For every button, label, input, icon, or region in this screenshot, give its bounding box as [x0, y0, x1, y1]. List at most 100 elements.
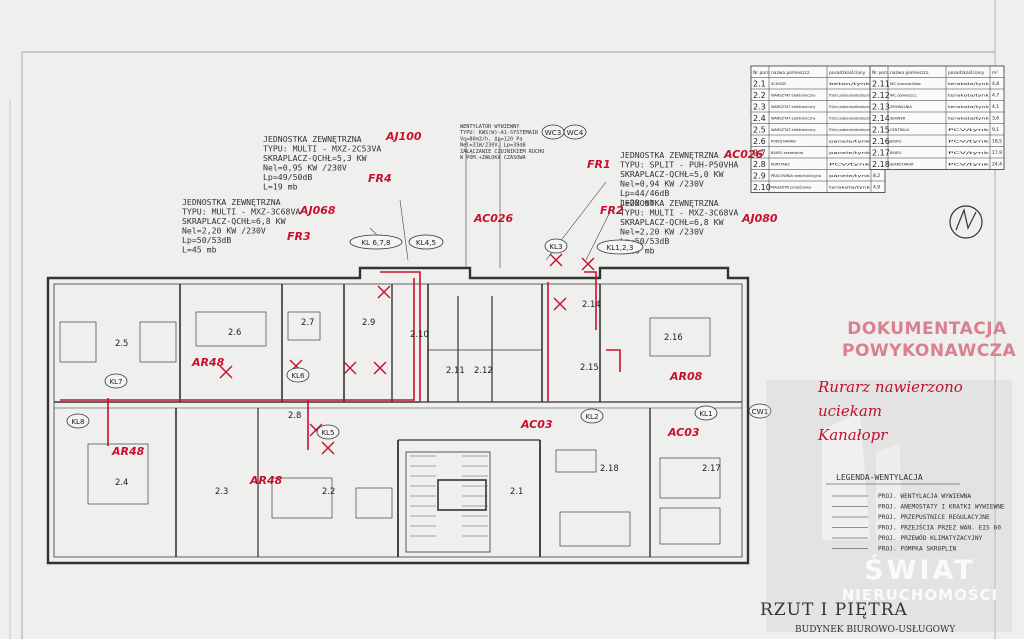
table-cell: terakota/tynk — [829, 186, 872, 190]
table-cell: 2.16 — [872, 137, 890, 146]
stair-treads — [410, 455, 488, 537]
table-cell: 2.12 — [872, 91, 890, 100]
red-annotation: FR2 — [600, 204, 624, 217]
unit-note-line: Nel=2,20 KW /230V — [182, 226, 266, 236]
table-cell: PCV/tynk — [948, 151, 991, 155]
table-cell: 8,2 — [873, 173, 880, 179]
table-cell: 3,6 — [992, 116, 999, 122]
unit-note-line: TYPU: MULTI - MXZ-2C53VA — [263, 144, 381, 154]
fan-note-line: Vo=80m3/h, Δp=120 Pa — [460, 136, 522, 142]
red-cross-stroke — [343, 361, 357, 375]
tag-ellipse — [544, 238, 568, 254]
red-cross-stroke — [377, 285, 391, 299]
table-cell: 2.13 — [872, 103, 890, 112]
red-annotation: AJ068 — [299, 204, 336, 217]
table-header: m² — [992, 71, 998, 76]
unit-note-line: L=19 mb — [263, 182, 298, 192]
table-cell: 17,9 — [992, 150, 1002, 156]
unit-note-line: JEDNOSTKA ZEWNĘTRZNA — [620, 150, 719, 160]
unit-note-line: Lp=49/50dB — [263, 172, 312, 182]
red-annotation: FR1 — [587, 158, 611, 171]
red-piping — [60, 271, 621, 450]
room-number: 2.9 — [362, 317, 375, 327]
room-number: 2.18 — [600, 463, 619, 473]
unit-note-line: TYPU: MULTI - MXZ-3C68VA — [182, 207, 300, 217]
tag-ellipse — [286, 367, 310, 383]
sheet-title: RZUT I PIĘTRA — [760, 600, 908, 620]
table-cell: PCV/tynk — [948, 163, 991, 167]
red-cross-stroke — [309, 423, 323, 437]
table-cell: SCHODY — [771, 82, 787, 86]
table-cell: terakota/tynk — [948, 117, 991, 121]
table-cell: panele/tynk — [829, 140, 872, 144]
table-frame — [869, 65, 1005, 170]
red-annotation: AR48 — [191, 356, 225, 369]
room-number: 2.7 — [301, 317, 314, 327]
tag-ellipse — [563, 124, 587, 140]
tag-ellipse — [694, 405, 718, 421]
building-walls — [46, 266, 750, 565]
handwritten-note: Rurarz nawierzono uciekam Kanałopr — [818, 375, 1018, 447]
tag-label: KL8 — [71, 417, 85, 426]
table-cell: 2.6 — [753, 137, 766, 146]
leader-lines — [369, 140, 611, 268]
room-number: 2.4 — [115, 477, 128, 487]
table-cell: 4,9 — [873, 185, 880, 191]
table-cell: 2.11 — [872, 80, 890, 89]
handwritten-line-1: Rurarz nawierzono uciekam — [818, 378, 963, 420]
outdoor-unit-notes: JEDNOSTKA ZEWNĘTRZNA TYPU: MULTI - MXZ-2C… — [182, 134, 738, 256]
watermark-title: ŚWIAT — [864, 555, 976, 586]
table-cell: PCV/tynk, posadzka antyelektrostatyczna — [829, 117, 870, 121]
table-header: Nr pom. — [753, 70, 771, 76]
stamp-line-1: DOKUMENTACJA — [847, 319, 1007, 339]
room-table: Nr pom.nazwa pomieszcz.posadzka/ścianym²… — [750, 65, 1005, 193]
table-cell: PCV/tynk, posadzka antyelektrostatyczna — [829, 128, 870, 132]
room-number: 2.17 — [702, 463, 721, 473]
table-cell: 24,4 — [992, 162, 1002, 168]
table-header: Nr pom. — [872, 70, 890, 76]
table-cell: WC pracowników — [890, 82, 921, 86]
table-cell: panele/tynk — [829, 151, 872, 155]
tag-label: KL1 — [699, 409, 712, 418]
table-cell: BIURO sekretariat — [771, 151, 804, 155]
table-cell: MAGAZYN przejściowy — [771, 186, 812, 190]
table-cell: WARSZTAT elektroniczny — [771, 94, 816, 98]
red-annotation: AC026 — [723, 148, 764, 161]
fan-note-line: ZAŁĄCZANIE CZUJNIKIEM RUCHU — [460, 149, 544, 155]
table-cell: WC pomieszcz. — [890, 94, 917, 98]
red-cross-stroke — [373, 361, 387, 375]
building-name: BUDYNEK BIUROWO-USŁUGOWY — [795, 625, 956, 635]
tag-ellipse — [349, 234, 403, 250]
unit-note-line: Nel=0,94 KW /230V — [620, 179, 704, 189]
tag-label: KL4,5 — [416, 238, 436, 247]
watermark-text: ŚWIAT NIERUCHOMOŚCI — [822, 555, 1018, 605]
red-cross-stroke — [549, 253, 563, 267]
red-annotation: FR3 — [287, 230, 311, 243]
table-cell: 9,1 — [992, 127, 999, 133]
tag-label: CW1 — [752, 407, 769, 416]
red-cross-stroke — [321, 441, 335, 455]
table-cell: 2.1 — [753, 80, 766, 89]
unit-note-line: Nel=2,20 KW /230V — [620, 227, 704, 237]
table-cell: WARSZTAT elektroniczny — [771, 128, 816, 132]
room-number: 2.16 — [664, 332, 683, 342]
unit-note-line: SKRAPLACZ-QCHŁ=5,0 KW — [620, 169, 724, 179]
table-cell: 2.18 — [872, 160, 890, 169]
legend-title: LEGENDA-WENTYLACJA — [836, 473, 923, 482]
red-annotation: AJ080 — [741, 212, 778, 225]
table-cell: PCV/tynk — [948, 128, 991, 132]
table-cell: 2.2 — [753, 91, 766, 100]
unit-note-line: TYPU: MULTI - MXZ-3C68VA — [620, 208, 738, 218]
table-cell: 4,8 — [992, 81, 999, 87]
unit-note-line: Lp=44/46dB — [620, 188, 669, 198]
table-cell: panele/tynk — [829, 174, 872, 178]
tag-label: WC3 — [545, 128, 562, 137]
room-number: 2.8 — [288, 410, 301, 420]
tag-label: KL3 — [549, 242, 562, 251]
table-frame — [750, 65, 886, 193]
table-cell: PCV/tynk — [948, 140, 991, 144]
legend-item: PROJ. POMPKA SKROPLIN — [878, 546, 957, 553]
